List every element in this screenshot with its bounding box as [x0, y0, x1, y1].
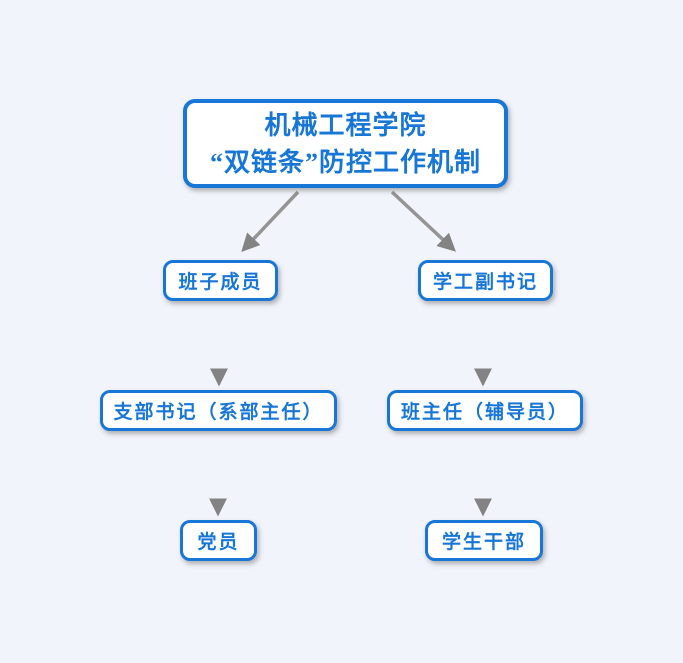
arrow-title-to-left-level2 — [241, 190, 300, 252]
node-branch-secretary-department-head: 支部书记（系部主任） — [100, 390, 337, 431]
title-box: 机械工程学院 “双链条”防控工作机制 — [183, 99, 508, 188]
node-student-cadres: 学生干部 — [425, 520, 543, 561]
node-class-teacher-counselor: 班主任（辅导员） — [387, 390, 583, 431]
node-party-members: 党员 — [180, 520, 257, 561]
node-student-affairs-deputy-secretary: 学工副书记 — [418, 260, 553, 301]
node-team-members: 班子成员 — [163, 260, 278, 301]
title-line-1: 机械工程学院 — [264, 110, 427, 140]
arrow-title-to-right-level2 — [390, 190, 456, 252]
title-line-2: “双链条”防控工作机制 — [209, 147, 481, 177]
